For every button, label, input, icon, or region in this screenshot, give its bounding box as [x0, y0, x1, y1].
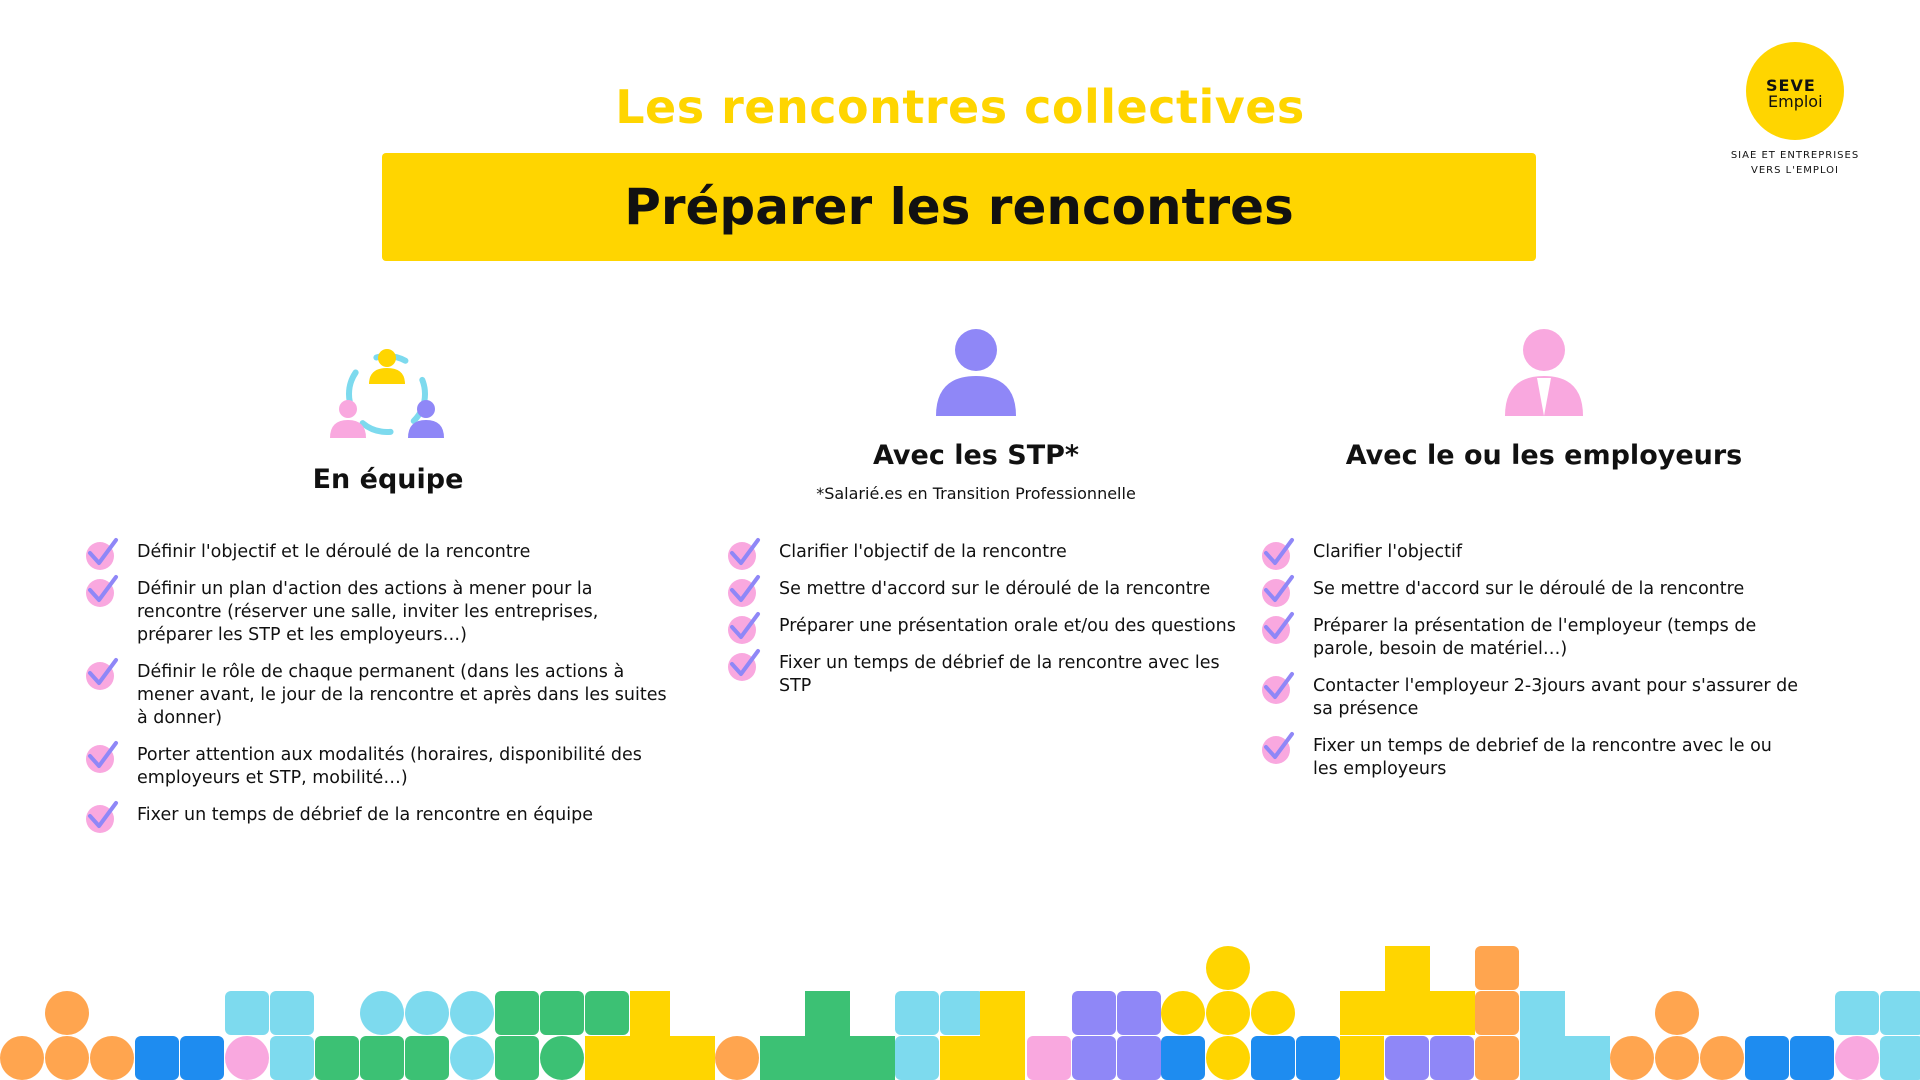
employer-icon — [1505, 329, 1583, 416]
column-heading-team: En équipe — [312, 464, 464, 495]
column-heading-stp: Avec les STP* — [872, 440, 1080, 471]
list-item-text: Contacter l'employeur 2-3jours avant pou… — [1313, 676, 1799, 719]
team-icon — [330, 349, 444, 438]
check-icon — [86, 538, 118, 570]
list-item: Contacter l'employeur 2-3jours avant pou… — [1261, 672, 1801, 721]
block-cluster-3 — [225, 991, 314, 1080]
employer-checklist: Clarifier l'objectif Se mettre d'accord … — [1261, 538, 1801, 781]
block-cluster-14 — [1745, 991, 1920, 1080]
list-item: Définir l'objectif et le déroulé de la r… — [85, 538, 675, 570]
list-item-text: Fixer un temps de débrief de la rencontr… — [137, 805, 593, 825]
block-cluster-9 — [1072, 991, 1161, 1080]
check-icon — [728, 649, 760, 681]
check-icon — [1262, 575, 1294, 607]
list-item-text: Définir un plan d'action des actions à m… — [137, 579, 599, 645]
team-checklist: Définir l'objectif et le déroulé de la r… — [85, 538, 675, 833]
logo-line-2: Emploi — [1768, 92, 1823, 111]
section-banner: Préparer les rencontres — [382, 153, 1536, 261]
logo-line-1: SEVE — [1766, 76, 1816, 95]
list-item-text: Définir l'objectif et le déroulé de la r… — [137, 542, 531, 562]
block-cluster-12 — [1475, 946, 1610, 1080]
list-item-text: Se mettre d'accord sur le déroulé de la … — [779, 579, 1211, 599]
list-item: Fixer un temps de débrief de la rencontr… — [727, 649, 1247, 698]
list-item: Préparer une présentation orale et/ou de… — [727, 612, 1247, 644]
stp-checklist: Clarifier l'objectif de la rencontre Se … — [727, 538, 1247, 698]
list-item: Porter attention aux modalités (horaires… — [85, 741, 675, 790]
logo: SEVE Emploi — [1746, 42, 1844, 140]
list-item-text: Définir le rôle de chaque permanent (dan… — [137, 662, 667, 728]
logo-tagline-line-2: VERS L'EMPLOI — [1751, 165, 1839, 176]
check-icon — [86, 658, 118, 690]
banner-title: Préparer les rencontres — [624, 178, 1294, 236]
list-item-text: Fixer un temps de debrief de la rencontr… — [1313, 736, 1772, 779]
block-cluster-6 — [585, 991, 759, 1080]
check-icon — [1262, 612, 1294, 644]
list-item: Fixer un temps de debrief de la rencontr… — [1261, 732, 1801, 781]
person-icon — [936, 329, 1016, 416]
page-title: Les rencontres collectives — [615, 80, 1305, 134]
check-icon — [86, 575, 118, 607]
list-item-text: Fixer un temps de débrief de la rencontr… — [779, 653, 1220, 696]
block-cluster-5 — [495, 991, 629, 1080]
check-icon — [1262, 538, 1294, 570]
decorative-blocks-border — [0, 946, 1920, 1080]
list-item: Définir le rôle de chaque permanent (dan… — [85, 658, 675, 730]
block-cluster-11 — [1340, 946, 1475, 1080]
block-cluster-2 — [135, 1036, 224, 1080]
list-item: Fixer un temps de débrief de la rencontr… — [85, 801, 675, 833]
list-item-text: Se mettre d'accord sur le déroulé de la … — [1313, 579, 1745, 599]
list-item-text: Porter attention aux modalités (horaires… — [137, 745, 642, 788]
column-subheading-stp: *Salarié.es en Transition Professionnell… — [816, 484, 1136, 503]
column-heading-employers: Avec le ou les employeurs — [1345, 440, 1743, 471]
check-icon — [86, 741, 118, 773]
list-item: Se mettre d'accord sur le déroulé de la … — [727, 575, 1247, 607]
check-icon — [728, 612, 760, 644]
list-item: Clarifier l'objectif — [1261, 538, 1801, 570]
check-icon — [728, 575, 760, 607]
list-item: Clarifier l'objectif de la rencontre — [727, 538, 1247, 570]
list-item-text: Clarifier l'objectif de la rencontre — [779, 542, 1067, 562]
logo-tagline: SIAE ET ENTREPRISES VERS L'EMPLOI — [1720, 148, 1870, 178]
list-item: Se mettre d'accord sur le déroulé de la … — [1261, 575, 1801, 607]
list-item-text: Préparer une présentation orale et/ou de… — [779, 616, 1236, 636]
logo-tagline-line-1: SIAE ET ENTREPRISES — [1730, 150, 1860, 161]
check-icon — [1262, 672, 1294, 704]
block-cluster-7 — [760, 991, 895, 1080]
check-icon — [1262, 732, 1294, 764]
block-cluster-10 — [1161, 946, 1340, 1080]
check-icon — [728, 538, 760, 570]
list-item-text: Préparer la présentation de l'employeur … — [1313, 616, 1757, 659]
block-cluster-8 — [895, 991, 1071, 1080]
block-cluster-1 — [0, 991, 134, 1080]
check-icon — [86, 801, 118, 833]
list-item-text: Clarifier l'objectif — [1313, 542, 1463, 562]
list-item: Définir un plan d'action des actions à m… — [85, 575, 675, 647]
block-cluster-13 — [1610, 991, 1744, 1080]
block-cluster-4 — [315, 991, 494, 1080]
list-item: Préparer la présentation de l'employeur … — [1261, 612, 1801, 661]
